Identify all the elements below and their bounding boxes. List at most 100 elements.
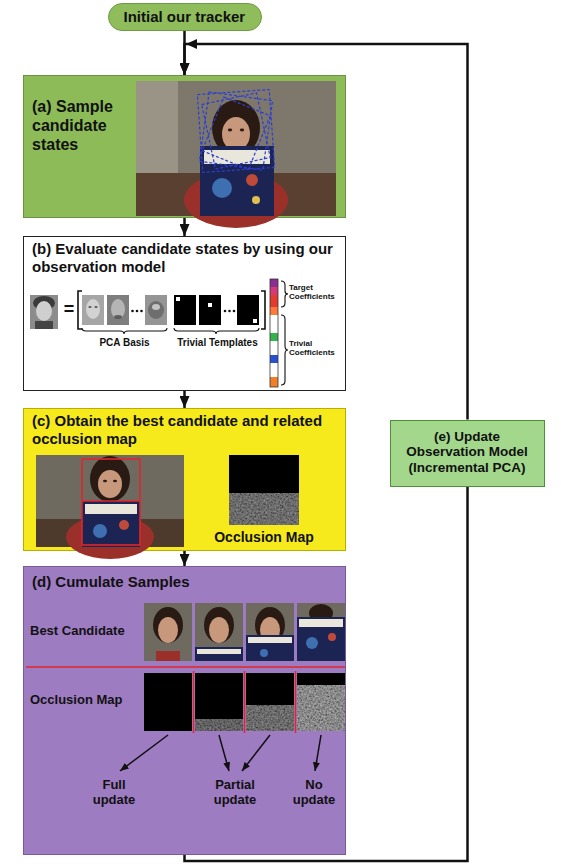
- pca-basis-images: [107, 295, 129, 325]
- pca-basis-images: [94, 306, 97, 308]
- node-label: Occlusion Map: [212, 529, 316, 546]
- ellipsis-dots: [224, 310, 227, 313]
- candidate-boxes: [199, 92, 272, 170]
- best-candidate-cells: [306, 637, 318, 649]
- occlusion-map: [229, 493, 299, 525]
- text-holder: (d) Cumulate Samples: [32, 573, 332, 591]
- matrix-bracket: [78, 291, 82, 329]
- update-arrows: [315, 735, 321, 771]
- photo: [240, 129, 244, 132]
- under-braces: [174, 328, 259, 334]
- best-candidate-cells: [204, 607, 234, 643]
- node-label: Trivial Templates: [170, 337, 265, 349]
- coefficient-vector: [270, 341, 278, 355]
- photo: [36, 455, 184, 559]
- process-box: (e) Update Observation Model (Incrementa…: [390, 420, 545, 487]
- node-title: (d) Cumulate Samples: [32, 573, 332, 591]
- candidate-boxes: [197, 90, 274, 173]
- node-label: Full update: [86, 777, 142, 808]
- occlusion-map-cells: [297, 685, 345, 731]
- red-separators: [193, 671, 195, 733]
- best-candidate-cells: [246, 635, 294, 661]
- occlusion-map-cells: [195, 719, 243, 731]
- ellipsis-dots: [228, 310, 231, 313]
- occlusion-map-cells: [297, 673, 345, 731]
- best-candidate-cells: [328, 633, 336, 641]
- text-holder: (c) Obtain the best candidate and relate…: [32, 412, 337, 447]
- process-box: (c) Obtain the best candidate and relate…: [23, 408, 346, 551]
- ellipsis-dots: [136, 310, 139, 313]
- update-arrows: [120, 735, 168, 771]
- process-box: (b) Evaluate candidate states by using o…: [23, 236, 346, 391]
- text-holder: Trivial Templates: [170, 337, 265, 349]
- red-separators: [295, 671, 297, 733]
- photo: [200, 146, 274, 216]
- best-candidate-cells: [209, 617, 229, 643]
- text-holder: Occlusion Map: [30, 692, 142, 707]
- text-holder: Partial update: [204, 777, 266, 808]
- text-holder: =: [60, 299, 78, 320]
- photo: [85, 504, 137, 514]
- coefficient-vector: [270, 279, 278, 387]
- coefficient-braces: [281, 315, 288, 385]
- best-candidate-cells: [246, 603, 294, 661]
- coefficient-vector: [270, 307, 278, 315]
- best-candidate-cells: [297, 617, 345, 661]
- text-holder: (a) Sample candidate states: [32, 98, 116, 155]
- photo: [103, 480, 107, 482]
- photo: [136, 81, 178, 173]
- coefficient-vector: [270, 279, 278, 287]
- trivial-templates: [237, 295, 259, 325]
- best-candidate-box: [82, 459, 140, 545]
- photo: [113, 480, 117, 482]
- occlusion-map: [229, 455, 299, 525]
- ellipsis-dots: [140, 310, 143, 313]
- target-patch: [36, 301, 52, 321]
- text-holder: Occlusion Map: [212, 529, 316, 546]
- best-candidate-cells: [299, 619, 343, 627]
- occlusion-map: [229, 455, 299, 525]
- node-label: Partial update: [204, 777, 266, 808]
- coefficient-vector: [270, 315, 278, 333]
- node-title: (b) Evaluate candidate states by using o…: [32, 240, 337, 275]
- candidate-boxes: [202, 93, 270, 169]
- photo: [119, 520, 129, 530]
- occlusion-map-cells: [246, 705, 294, 731]
- cumulated-samples: [24, 567, 347, 856]
- photo: [93, 524, 107, 538]
- photo: [252, 196, 260, 204]
- node-label: Trivial Coefficients: [289, 339, 344, 358]
- occlusion-map-cells: [246, 673, 294, 731]
- red-separators: [244, 671, 246, 733]
- best-candidate-box: [82, 500, 140, 502]
- process-box: (d) Cumulate SamplesBest CandidateOcclus…: [23, 566, 346, 855]
- node-title: (a) Sample candidate states: [32, 98, 116, 155]
- coefficient-vector: [270, 287, 278, 295]
- red-separators: [26, 667, 345, 733]
- best-candidate-cells: [248, 637, 292, 643]
- node-label: PCA Basis: [78, 337, 171, 349]
- coefficient-vector: [270, 295, 278, 307]
- process-box: (a) Sample candidate states: [23, 75, 346, 218]
- text-holder: No update: [286, 777, 342, 808]
- photo: [136, 81, 336, 216]
- text-holder: PCA Basis: [78, 337, 171, 349]
- coefficient-braces: [281, 281, 288, 385]
- photo: [90, 456, 130, 502]
- pca-basis-images: [82, 295, 104, 325]
- best-candidate-cells: [158, 617, 178, 643]
- photo: [82, 501, 140, 547]
- under-braces: [82, 328, 259, 334]
- node-label: No update: [286, 777, 342, 808]
- best-candidate-box: [82, 459, 140, 545]
- trivial-templates: [253, 319, 257, 323]
- node-title: (e) Update Observation Model (Incrementa…: [398, 429, 536, 477]
- photo: [212, 178, 232, 198]
- flow-arrow: [183, 218, 186, 236]
- text-holder: Full update: [86, 777, 142, 808]
- flow-arrow: [183, 551, 186, 566]
- text-holder: Trivial Coefficients: [289, 339, 344, 358]
- flow-arrow: [183, 391, 186, 408]
- best-candidate-cells: [260, 649, 268, 657]
